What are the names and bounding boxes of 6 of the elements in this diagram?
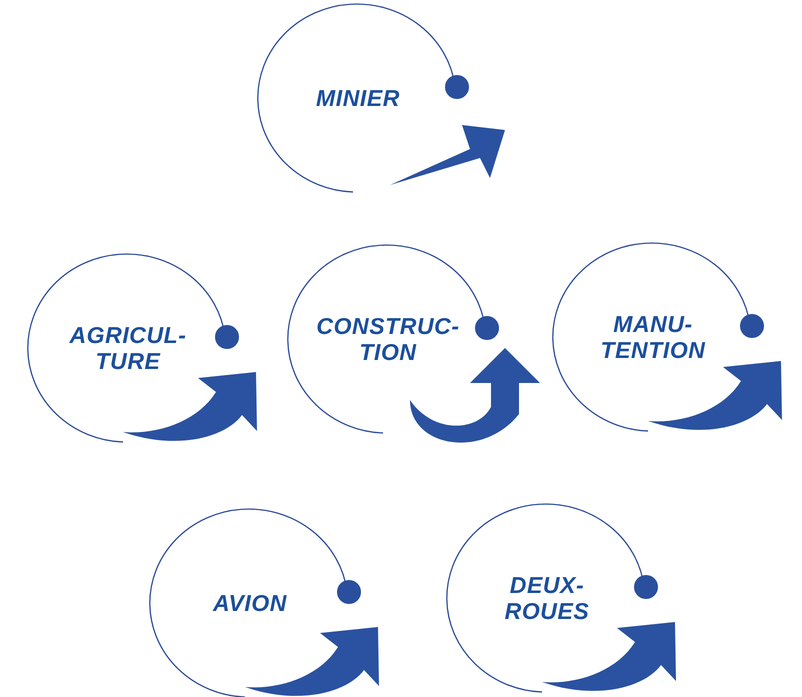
- category-label: DEUX- ROUES: [504, 572, 590, 624]
- category-label: MANU- TENTION: [600, 311, 706, 363]
- category-label: AGRICUL- TURE: [69, 322, 187, 374]
- category-label: AVION: [212, 590, 287, 616]
- category-label: CONSTRUC- TION: [316, 313, 460, 365]
- category-label: MINIER: [316, 85, 400, 111]
